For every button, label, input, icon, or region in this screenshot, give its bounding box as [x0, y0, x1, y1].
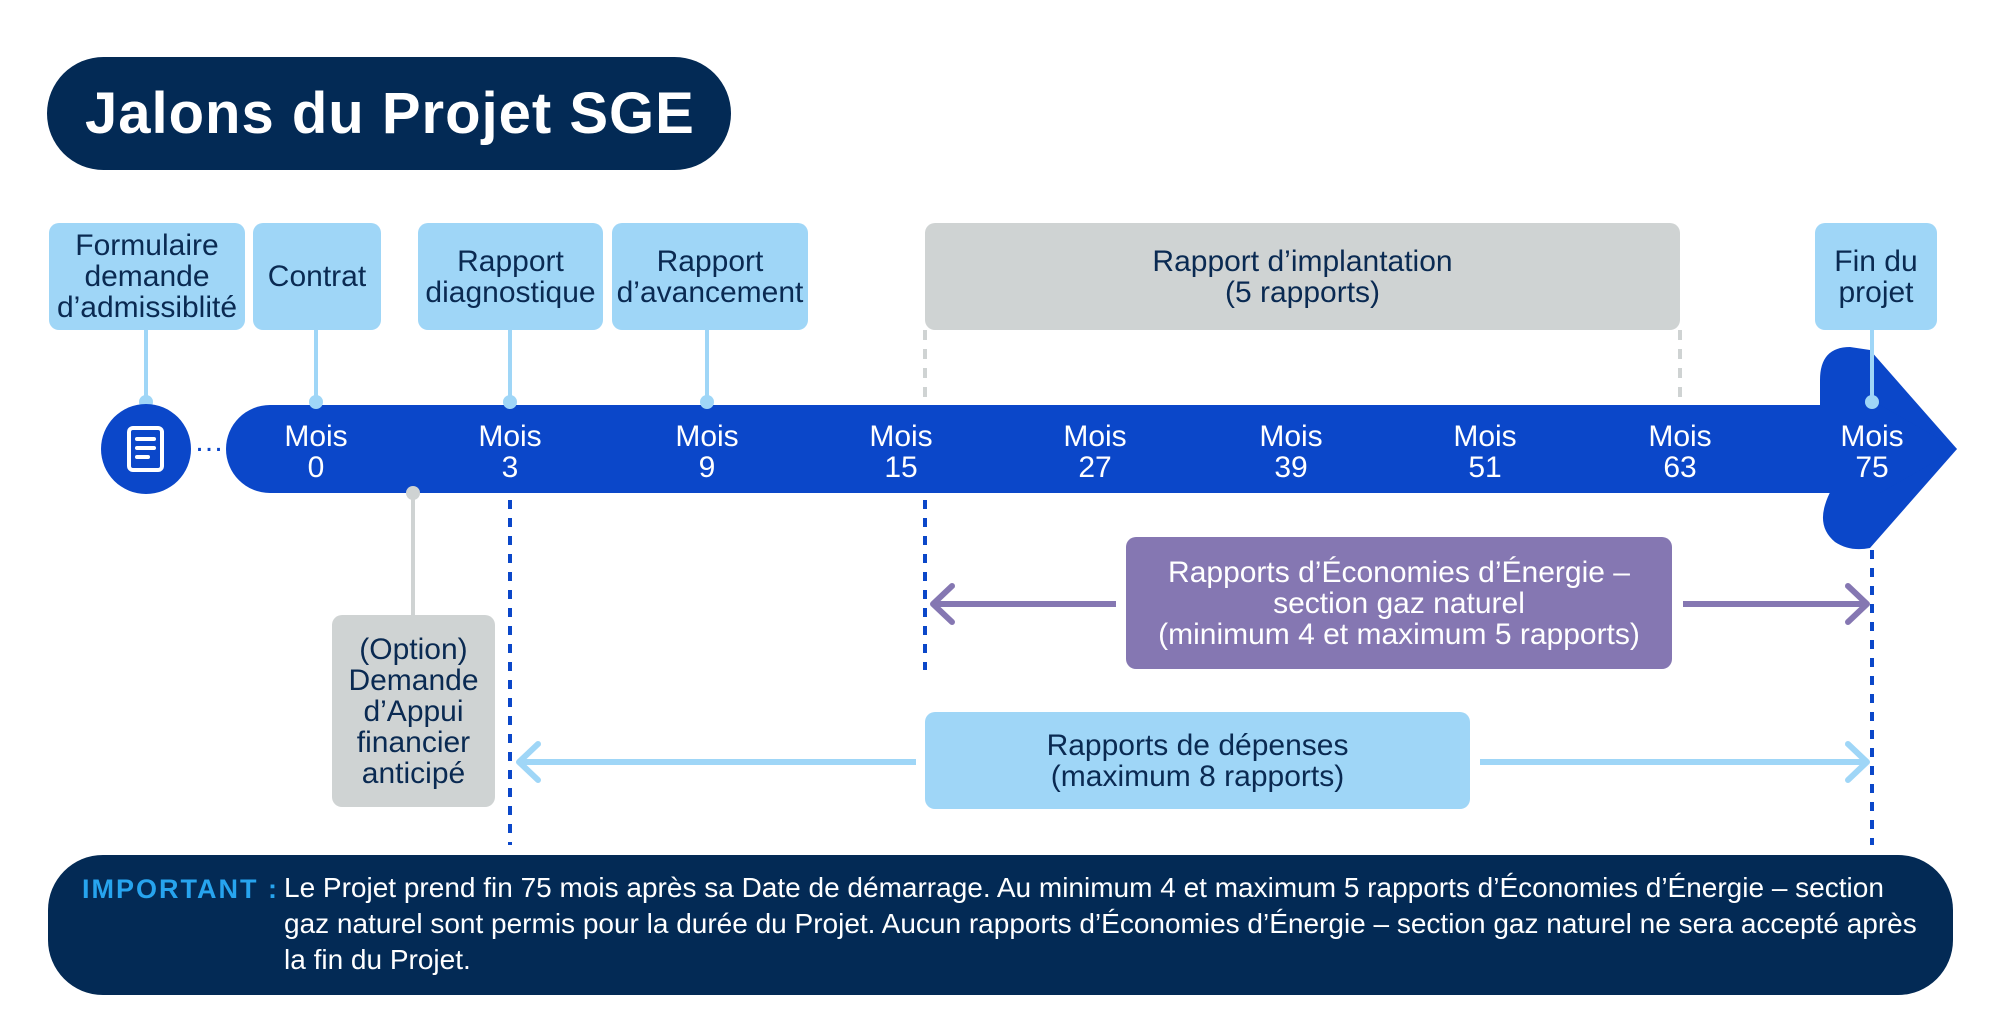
dot-avancement	[700, 395, 714, 409]
energy-arrow-left-head	[930, 583, 955, 625]
timeline-arrow-join	[1830, 405, 1957, 493]
expenses-arrow-left-head	[516, 741, 541, 783]
page-title: Jalons du Projet SGE	[47, 57, 731, 170]
box-option-appui: (Option) Demande d’Appui financier antic…	[332, 615, 495, 807]
box-energy-reports: Rapports d’Économies d’Énergie – section…	[1126, 537, 1672, 669]
box-implantation: Rapport d’implantation (5 rapports)	[925, 223, 1680, 330]
dot-diagnostique	[503, 395, 517, 409]
dot-contrat	[309, 395, 323, 409]
important-label: IMPORTANT :	[82, 874, 279, 904]
box-formulaire: Formulaire demande d’admissiblité	[49, 223, 245, 330]
energy-arrow-right-head	[1845, 583, 1870, 625]
timeline-ellipsis: …	[194, 425, 224, 458]
expenses-arrow-right-head	[1845, 741, 1870, 783]
box-expense-reports: Rapports de dépenses (maximum 8 rapports…	[925, 712, 1470, 809]
dot-fin	[1865, 395, 1879, 409]
important-banner	[48, 855, 1953, 995]
document-icon	[127, 426, 164, 472]
box-diagnostique: Rapport diagnostique	[418, 223, 603, 330]
box-contrat: Contrat	[253, 223, 381, 330]
timeline-bar	[226, 405, 1906, 493]
important-text: Le Projet prend fin 75 mois après sa Dat…	[284, 872, 1917, 975]
box-fin-projet: Fin du projet	[1815, 223, 1937, 330]
box-avancement: Rapport d’avancement	[612, 223, 808, 330]
